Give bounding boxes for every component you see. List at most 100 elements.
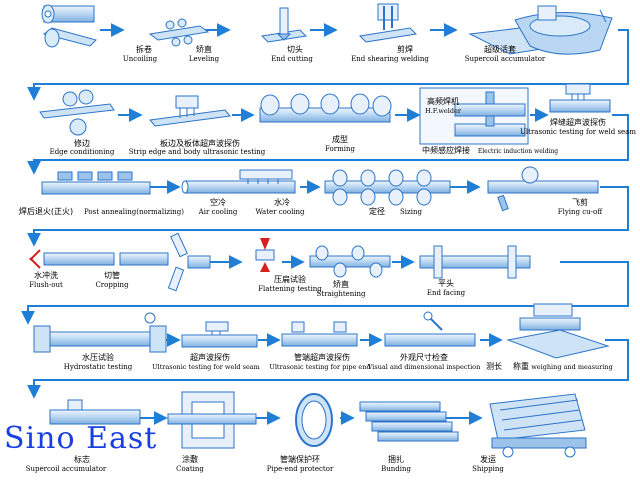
step-label-zh: 外观尺寸检查 — [400, 352, 448, 362]
step-end-shearing-welding: 剪焊 End shearing welding — [351, 3, 429, 63]
connector — [27, 186, 629, 247]
step-edge-conditioning: 修边 Edge conditioning — [39, 89, 115, 156]
step-label-zh: 剪焊 — [397, 44, 413, 54]
step-label-en: End cutting — [271, 55, 313, 63]
step-coating: 涂敷 Coating — [167, 391, 257, 473]
step-label-en: Hydrostatic testing — [64, 363, 133, 371]
coating-icon — [167, 391, 257, 449]
step-label-zh: 涂敷 — [182, 454, 198, 464]
step-label-zh: 成型 — [332, 134, 348, 144]
step-bunding: 捆扎 Bunding — [359, 401, 459, 473]
connector — [27, 339, 629, 399]
step-label-zh: 标志 — [74, 454, 90, 464]
cropping-icon — [119, 232, 211, 292]
step-water-cooling: 水冷 Water cooling — [239, 169, 305, 216]
step-weld-seam-ut-2: 超声波探伤 Ultrasonic testing for weld seam — [152, 321, 260, 371]
step-label-en: Ultrasonic testing for pipe end — [269, 363, 370, 371]
step-label-zh: 水压试验 — [82, 352, 114, 362]
step-forming: 成型 Forming — [259, 93, 392, 153]
step-straightening: 矫直 Straightening — [309, 245, 391, 298]
step-strip-ut: 板边及板体超声波探伤 Strip edge and body ultrasoni… — [129, 95, 266, 156]
step-label-en: Coating — [176, 465, 204, 473]
step-label-zh: 水冲洗 — [34, 270, 58, 280]
step-label-zh: 高频焊机 — [427, 96, 459, 106]
step-label-zh: 矫直 — [196, 44, 212, 54]
step-label-en: Cropping — [95, 281, 129, 289]
step-weld-seam-ut-1: 焊缝超声波探伤 Ultrasonic testing for weld seam — [520, 83, 636, 136]
step-label-en: Visual and dimensional inspection — [367, 363, 481, 371]
step-induction-welding: 高频焊机 H.F.welder 中频感应焊接 Electric inductio… — [419, 87, 558, 155]
connector — [27, 29, 629, 101]
step-weighing-measuring: 测长 称重 weighing and measuring — [486, 303, 613, 371]
hydro-icon — [33, 312, 167, 353]
step-label-en: Bunding — [381, 465, 411, 473]
step-marking: 标志 Supercoil accumulator — [26, 399, 141, 473]
step-label-zh: 管端保护环 — [280, 454, 320, 464]
step-label-zh: 称重 — [513, 361, 529, 371]
step-label-en: Flattening testing — [258, 285, 322, 293]
saw-icon — [487, 166, 599, 212]
flush-icon — [29, 249, 115, 269]
truck-icon — [489, 393, 587, 458]
scale-icon — [506, 303, 610, 359]
step-label-zh: 水冷 — [274, 197, 290, 207]
step-label-en: Electric induction welding — [478, 148, 558, 155]
step-label-zh: 压扁试验 — [274, 274, 306, 284]
step-label-zh: 板边及板体超声波探伤 — [160, 138, 240, 148]
hf-welder-icon: 高频焊机 H.F.welder — [425, 96, 462, 115]
flow-connectors — [21, 23, 629, 425]
step-flattening-testing: 压扁试验 Flattening testing — [255, 238, 322, 293]
step-label-en: Flying cu-off — [558, 208, 604, 216]
step-label-en: Edge conditioning — [50, 148, 115, 156]
bundle-icon — [359, 401, 459, 442]
step-label-zh: 发运 — [480, 454, 496, 464]
step-label-en: End facing — [427, 289, 466, 297]
step-supercoil-accumulator: 超级活套 Supercoil accumulator — [465, 5, 613, 63]
induction-icon — [454, 91, 526, 137]
probe-icon — [149, 95, 231, 127]
step-label-zh: 焊缝超声波探伤 — [550, 117, 606, 127]
coil-icon — [41, 4, 97, 48]
ring-icon — [295, 393, 333, 447]
step-end-cutting: 切头 End cutting — [260, 7, 313, 63]
step-label-en: Ultrasonic testing for weld seam — [152, 363, 260, 371]
step-leveling: 矫直 Leveling — [148, 18, 220, 63]
step-label-zh: 管端超声波探伤 — [294, 352, 350, 362]
step-label-zh: 超声波探伤 — [190, 352, 230, 362]
annealing-icon — [41, 171, 151, 195]
step-flying-cut-off: 飞剪 Flying cu-off — [487, 166, 604, 216]
step-label-zh: 平头 — [438, 278, 454, 288]
step-label-en: Leveling — [189, 55, 220, 63]
step-label-zh: 捆扎 — [388, 454, 404, 464]
step-label-en: Supercoil accumulator — [26, 465, 107, 473]
step-label-zh: 切头 — [287, 44, 303, 54]
step-label-en: Ultrasonic testing for weld seam — [520, 128, 636, 136]
step-label-zh: 拆卷 — [136, 44, 152, 54]
step-shipping: 发运 Shipping — [472, 393, 587, 473]
press-icon — [255, 238, 275, 272]
step-label-en: Water cooling — [255, 208, 305, 216]
step-sizing: 定径 Sizing — [324, 169, 451, 216]
step-label-en: Uncoiling — [123, 55, 158, 63]
step-label-zh: 超级活套 — [484, 44, 516, 54]
rollers-icon — [309, 245, 391, 278]
facing-icon — [419, 245, 531, 279]
probe-icon — [281, 321, 358, 347]
step-flush-out: 水冲洗 Flush-out — [29, 249, 115, 289]
step-label-zh: 飞剪 — [572, 197, 588, 207]
step-label-en: Forming — [325, 145, 355, 153]
step-label-en: Supercoil accumulator — [465, 55, 546, 63]
step-pipe-end-protector: 管端保护环 Pipe-end protector — [267, 393, 334, 473]
water-icon — [239, 169, 293, 184]
step-label-en: Shipping — [472, 465, 504, 473]
plate-icon — [148, 18, 210, 47]
step-label-en: Straightening — [316, 290, 366, 298]
step-label-zh: 中频感应焊接 — [422, 145, 470, 155]
accumulator-icon — [468, 5, 613, 55]
welder-icon — [358, 3, 418, 43]
rollers-icon — [259, 93, 392, 123]
edge-icon — [39, 89, 115, 136]
step-uncoiling: 拆卷 Uncoiling — [41, 4, 158, 63]
step-label-en: weighing and measuring — [531, 363, 613, 371]
step-pipe-end-ut: 管端超声波探伤 Ultrasonic testing for pipe end — [269, 321, 371, 371]
